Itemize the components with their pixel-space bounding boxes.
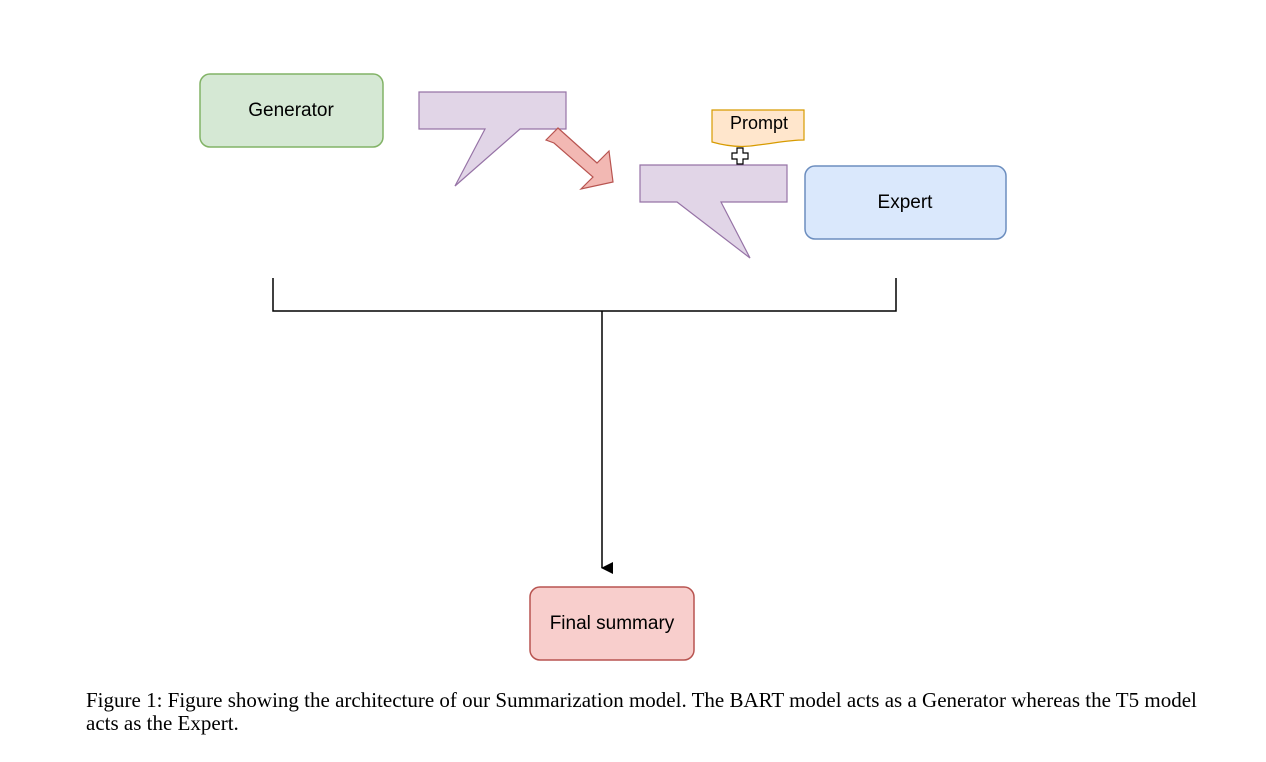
figure-caption: Figure 1: Figure showing the architectur… [86,688,1197,735]
generator-label: Generator [248,100,334,121]
final-summary-label: Final summary [550,613,675,634]
generator-node: Generator [199,73,384,148]
expert-label: Expert [878,192,934,213]
prompt-document: Prompt [711,109,805,148]
transfer-block-arrow [544,127,614,191]
generator-output-callout [418,91,567,187]
expert-node: Expert [804,165,1007,240]
expert-input-callout [639,164,788,259]
plus-icon [731,147,749,165]
final-summary-node: Final summary [529,586,695,661]
prompt-label: Prompt [730,113,788,133]
combine-bracket [272,278,897,312]
